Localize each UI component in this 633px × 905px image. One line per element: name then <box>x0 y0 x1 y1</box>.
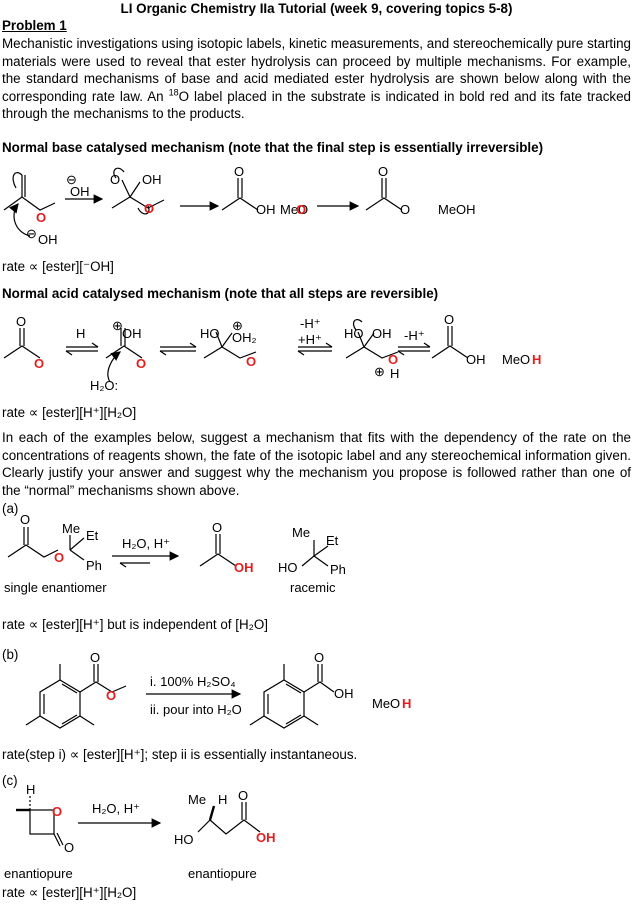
label-hydrogen: H <box>402 696 411 711</box>
plus-charge-icon: ⊕ <box>112 318 123 333</box>
label-oxygen: O <box>106 688 116 703</box>
label-oxygen: O <box>296 202 306 217</box>
oxygen-label: O <box>20 512 30 527</box>
label-oxygen: O <box>136 356 146 371</box>
ethyl-label: Et <box>86 528 99 543</box>
label-hydrogen: H <box>532 352 541 367</box>
hydroxyl-label: OH <box>372 326 392 341</box>
part-b-rate: rate(step i) ∝ [ester][H⁺]; step ii is e… <box>2 747 358 762</box>
part-c-rate: rate ∝ [ester][H⁺][H₂O] <box>2 885 137 900</box>
task-paragraph: In each of the examples below, suggest a… <box>2 430 631 498</box>
part-c-product-note: enantiopure <box>188 866 257 881</box>
part-a-reagent: H₂O, H⁺ <box>122 536 170 551</box>
label-hydroxyl: OH <box>256 830 276 845</box>
hydroxyl-label: OH <box>122 326 142 341</box>
hydroxyl-label: HO <box>344 326 364 341</box>
proton-label: H <box>76 326 85 341</box>
deprotonation-label: -H⁺ <box>404 328 425 343</box>
label-oxygen: O <box>34 356 44 371</box>
oxygen-label: O <box>314 650 324 665</box>
oxygen-label: O <box>110 172 120 187</box>
part-a-rate: rate ∝ [ester][H⁺] but is independent of… <box>2 617 268 632</box>
part-a-label: (a) <box>2 501 19 516</box>
minus-charge-icon: ⊖ <box>66 172 77 187</box>
acid-heading: Normal acid catalysed mechanism (note th… <box>2 286 439 301</box>
part-b-scheme <box>25 664 335 729</box>
acid-rate-law: rate ∝ [ester][H⁺][H₂O] <box>2 405 137 420</box>
methyl-label: Me <box>62 521 80 536</box>
plus-charge-icon: ⊕ <box>232 318 243 333</box>
part-c-label: (c) <box>2 773 18 788</box>
hydroxyl-label: OH <box>142 172 162 187</box>
oxygen-label: O <box>238 788 248 803</box>
part-a-product-note: racemic <box>290 580 336 595</box>
oxygen-label: O <box>16 314 26 329</box>
methanol-label: MeO <box>502 352 530 367</box>
phenyl-label: Ph <box>86 558 102 573</box>
base-rate-law: rate ∝ [ester][⁻OH] <box>2 259 114 274</box>
label-oxygen: O <box>52 804 62 819</box>
hydrogen-label: H <box>26 782 35 797</box>
part-c-reagent: H₂O, H⁺ <box>92 801 140 816</box>
ethyl-label: Et <box>326 533 339 548</box>
hydroxyl-label: OH <box>334 686 354 701</box>
part-b-step-2: ii. pour into H₂O <box>150 702 242 717</box>
methanol-label: MeO <box>372 696 400 711</box>
oxygen-label: O <box>90 650 100 665</box>
label-oxygen: O <box>144 201 154 216</box>
protonation-label: +H⁺ <box>298 332 322 347</box>
intro-paragraph: Mechanistic investigations using isotopi… <box>2 36 632 121</box>
methyl-label: Me <box>292 525 310 540</box>
part-a-start-note: single enantiomer <box>4 580 107 595</box>
hydroxide-label: OH <box>70 184 90 199</box>
problem-heading: Problem 1 <box>2 18 67 33</box>
methyl-label: Me <box>188 792 206 807</box>
label-oxygen: O <box>246 354 256 369</box>
part-b-label: (b) <box>2 647 19 662</box>
water-label: H₂O: <box>90 378 118 393</box>
label-hydroxyl: OH <box>234 560 254 575</box>
oxygen-label: O <box>212 520 222 535</box>
minus-charge-icon: ⊖ <box>26 226 37 241</box>
base-heading: Normal base catalysed mechanism (note th… <box>2 140 544 155</box>
proton-label: H <box>390 366 399 381</box>
plus-charge-icon: ⊕ <box>374 364 385 379</box>
hydroxide-label: OH <box>38 232 58 247</box>
label-oxygen: O <box>388 352 398 367</box>
methanol-label: MeOH <box>438 202 476 217</box>
hydroxyl-label: OH <box>466 352 486 367</box>
part-b-step-1: i. 100% H₂SO₄ <box>150 674 236 689</box>
page-title: LI Organic Chemistry IIa Tutorial (week … <box>120 1 513 16</box>
part-a-scheme <box>7 527 329 568</box>
part-c-scheme <box>16 796 261 847</box>
oxygen-label: O <box>234 164 244 179</box>
base-mechanism-scheme <box>3 167 403 237</box>
hydrogen-label: H <box>218 792 227 807</box>
label-oxygen: O <box>36 210 46 225</box>
oxygen-label: O <box>378 164 388 179</box>
methoxide-label: MeO <box>280 202 308 217</box>
part-c-start-note: enantiopure <box>4 866 73 881</box>
hydroxyl-label: OH <box>256 202 276 217</box>
label-oxygen: O <box>54 550 64 565</box>
oxygen-label: O <box>400 202 410 217</box>
phenyl-label: Ph <box>330 562 346 577</box>
deprotonation-label: -H⁺ <box>300 316 321 331</box>
oxygen-label: O <box>444 312 454 327</box>
hydroxyl-label: HO <box>200 326 220 341</box>
acid-mechanism-scheme <box>3 318 469 383</box>
oxygen-label: O <box>64 840 74 855</box>
hydroxyl-label: HO <box>278 560 298 575</box>
hydroxyl-label: HO <box>174 832 194 847</box>
oxonium-label: OH₂ <box>232 330 257 345</box>
